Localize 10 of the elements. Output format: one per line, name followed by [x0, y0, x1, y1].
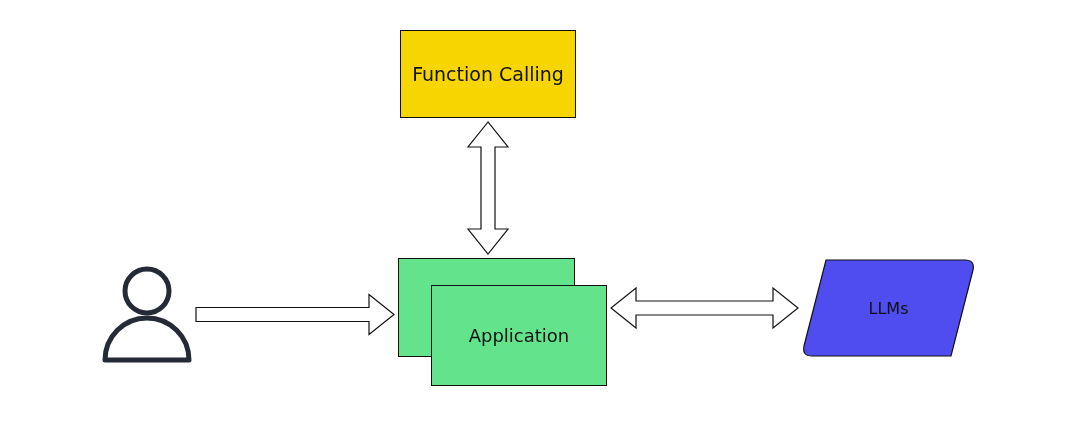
stacked-process-box [398, 258, 607, 386]
node-label: Function Calling [412, 63, 564, 85]
process-box [400, 30, 576, 118]
block-arrow [195, 293, 395, 336]
block-arrow [610, 286, 799, 330]
person-icon [102, 266, 192, 363]
node-label: LLMs [868, 298, 909, 318]
data-parallelogram [802, 258, 975, 358]
block-arrow [466, 121, 510, 255]
node-label: Application [468, 325, 570, 346]
